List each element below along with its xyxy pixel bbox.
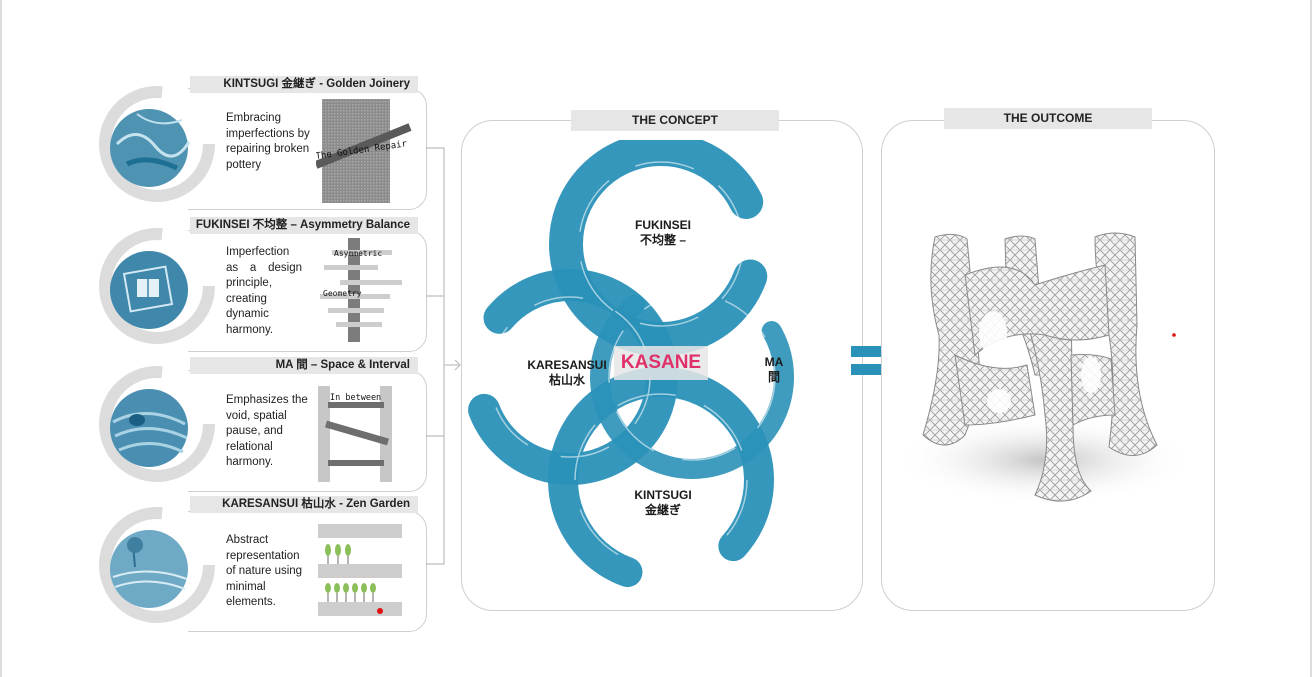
fukinsei-card-title: FUKINSEI 不均整 – Asymmetry Balance bbox=[190, 217, 418, 234]
golden-repair-diagram-icon: The Golden Repair bbox=[316, 99, 412, 203]
in-between-diagram-icon: In between bbox=[318, 386, 392, 482]
ring-ma-name: MA bbox=[764, 355, 784, 369]
equals-sign-bottom-bar bbox=[851, 364, 902, 375]
cards-connector-bracket bbox=[426, 147, 461, 565]
ma-card-title: MA 間 – Space & Interval bbox=[190, 357, 418, 374]
ma-swirl-thumbnail bbox=[99, 366, 215, 482]
ring-fukinsei-kanji: 不均整 – bbox=[639, 233, 686, 247]
ring-label-ma: MA 間 bbox=[752, 355, 796, 385]
right-edge-line bbox=[1310, 0, 1312, 677]
in-between-label: In between bbox=[330, 393, 381, 403]
karesansui-description: Abstract representation of nature using … bbox=[226, 534, 303, 608]
zen-garden-diagram-icon bbox=[318, 524, 402, 616]
ring-label-karesansui: KARESANSUI 枯山水 bbox=[522, 358, 612, 388]
concept-title: THE CONCEPT bbox=[571, 110, 779, 131]
equals-sign-top-bar bbox=[851, 346, 902, 357]
ring-ma-kanji: 間 bbox=[767, 370, 780, 384]
ring-label-kintsugi: KINTSUGI 金継ぎ bbox=[618, 488, 708, 518]
ring-karesansui-name: KARESANSUI bbox=[527, 358, 607, 372]
left-edge-line bbox=[0, 0, 2, 677]
asymmetric-label: Asymmetric bbox=[334, 249, 382, 258]
kintsugi-description: Embracing imperfections by repairing bro… bbox=[226, 112, 310, 171]
fukinsei-description: Imperfection as a design principle, crea… bbox=[226, 246, 302, 336]
asymmetric-stack-diagram-icon: Asymmetric Geometry bbox=[320, 238, 402, 342]
ring-label-fukinsei: FUKINSEI 不均整 – bbox=[618, 218, 708, 248]
karesansui-card-title: KARESANSUI 枯山水 - Zen Garden bbox=[190, 496, 418, 513]
ring-fukinsei-name: FUKINSEI bbox=[634, 218, 691, 232]
ring-karesansui-kanji: 枯山水 bbox=[548, 373, 585, 387]
geometry-label: Geometry bbox=[323, 289, 362, 298]
ring-kintsugi-kanji: 金継ぎ bbox=[644, 503, 681, 517]
lattice-structure-render-icon bbox=[895, 232, 1195, 505]
concept-rings-diagram bbox=[462, 140, 794, 593]
kintsugi-swirl-thumbnail bbox=[99, 86, 215, 202]
fukinsei-swirl-thumbnail bbox=[99, 228, 215, 344]
kasane-center-label: KASANE bbox=[614, 346, 708, 380]
ring-kintsugi-name: KINTSUGI bbox=[634, 488, 692, 502]
karesansui-swirl-thumbnail bbox=[99, 507, 215, 623]
outcome-title: THE OUTCOME bbox=[944, 108, 1152, 129]
ma-description: Emphasizes the void, spatial pause, and … bbox=[226, 394, 308, 468]
kintsugi-card-title: KINTSUGI 金継ぎ - Golden Joinery bbox=[190, 76, 418, 93]
